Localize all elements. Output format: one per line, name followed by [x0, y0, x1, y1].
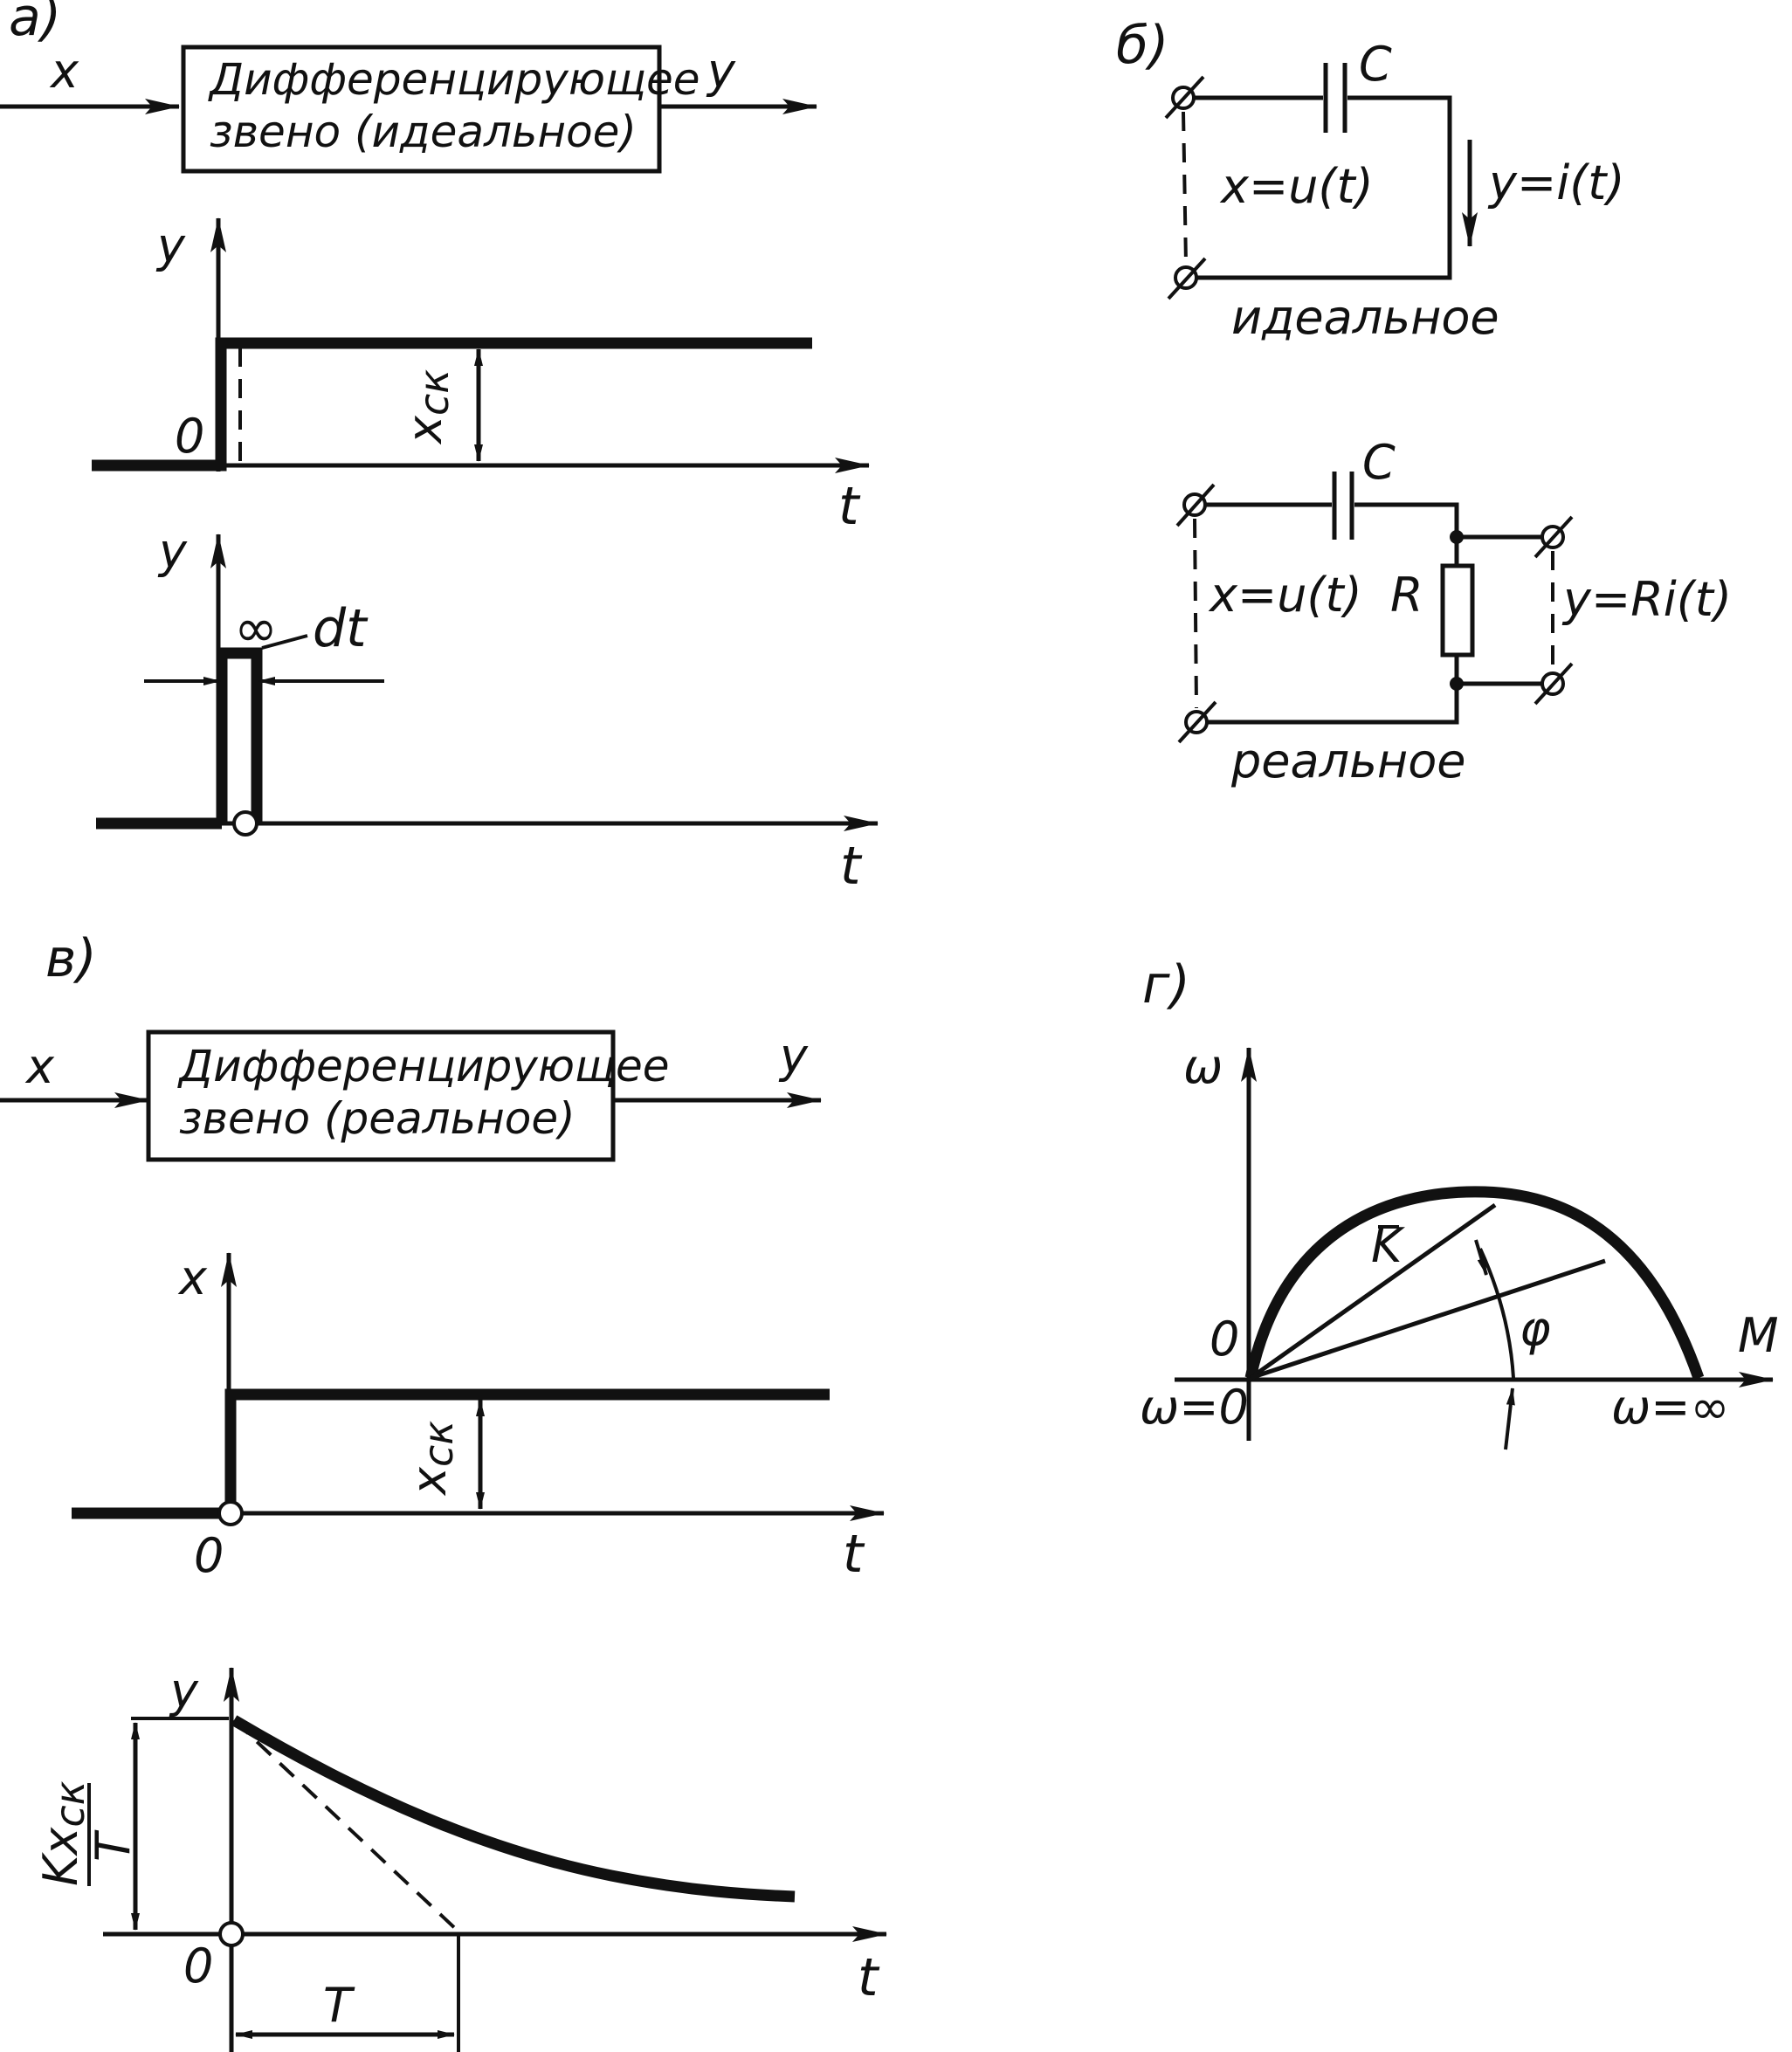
- panel-a-input-label: x: [49, 44, 79, 99]
- ideal-terminal-top-slash: [1164, 75, 1205, 120]
- panel-g-angle-arrow-top: [1474, 1239, 1488, 1276]
- ideal-input-label: x=u(t): [1219, 159, 1374, 214]
- panel-b: б) C x=u(t) y=i(t) идеальное: [1116, 15, 1732, 788]
- real-output-label: y=Ri(t): [1561, 572, 1732, 627]
- panel-v-output-label: y: [778, 1029, 809, 1084]
- panel-a-step-plot: y t 0 xск: [92, 217, 870, 537]
- panel-v-response-t-label: t: [858, 1947, 880, 2008]
- panel-a-block-diagram: x Дифференцирующее звено (идеальное) y: [0, 44, 817, 174]
- panel-v-input-label: x: [24, 1039, 55, 1094]
- ideal-capacitor-label: C: [1359, 37, 1392, 92]
- real-node-bottom: [1450, 677, 1464, 691]
- panel-v-response-level-label: Kxск T: [33, 1780, 141, 1886]
- panel-g-origin: 0: [1210, 1312, 1239, 1367]
- real-capacitor-label: C: [1362, 435, 1396, 490]
- panel-g-omega-inf: ω=∞: [1611, 1380, 1729, 1435]
- svg-text:Kxск: Kxск: [33, 1780, 93, 1886]
- panel-b-ideal-circuit: C x=u(t) y=i(t) идеальное: [1164, 37, 1625, 345]
- panel-a-tag: а): [9, 0, 61, 48]
- real-input-label: x=u(t): [1208, 568, 1362, 623]
- panel-v-response-plot: y t 0 Kxск T T: [33, 1663, 887, 2052]
- panel-v-step-x-label: x: [177, 1250, 208, 1305]
- ideal-wire-loop: [1186, 95, 1452, 280]
- panel-a-impulse-y-label: y: [157, 524, 188, 579]
- panel-v-step-origin-point: [217, 1500, 244, 1526]
- panel-a-impulse-dt-leader: [261, 634, 308, 650]
- panel-a-step-curve: [92, 337, 812, 472]
- panel-v-step-t-label: t: [843, 1524, 865, 1585]
- panel-g-angle-label: φ: [1520, 1301, 1551, 1356]
- panel-v-response-origin-point: [218, 1921, 245, 1947]
- panel-a-impulse-peak: ∞: [234, 598, 278, 659]
- panel-g-angle-arrow-bottom: [1504, 1388, 1515, 1450]
- panel-a-block: [181, 45, 662, 174]
- panel-v-step-amp-label: xск: [402, 1421, 462, 1497]
- real-resistor: [1440, 563, 1475, 658]
- panel-b-tag: б): [1116, 15, 1168, 76]
- panel-a: а) x Дифференцирующее звено (идеальное) …: [0, 0, 879, 897]
- svg-text:T: T: [86, 1829, 141, 1862]
- panel-a-impulse-pulse: [216, 647, 263, 823]
- panel-v-block: [146, 1029, 616, 1162]
- panel-v-block-line1: Дифференцирующее: [177, 1041, 670, 1091]
- panel-v: в) x Дифференцирующее звено (реальное) y…: [0, 928, 887, 2052]
- panel-v-tag: в): [45, 928, 97, 989]
- panel-v-response-curve: [231, 1715, 796, 1903]
- panel-a-block-line1: Дифференцирующее: [208, 54, 700, 105]
- real-terminal-in-bottom-slash: [1177, 700, 1217, 744]
- real-node-top: [1450, 530, 1464, 544]
- panel-g-hodograph: [1244, 1186, 1705, 1381]
- panel-v-response-y-label: y: [169, 1663, 199, 1718]
- real-terminal-out-top-slash: [1534, 515, 1574, 559]
- svg-text:xск: xск: [397, 369, 458, 445]
- ideal-terminal-bottom-slash: [1167, 257, 1207, 300]
- panel-v-response-tangent: [232, 1718, 460, 1933]
- panel-b-real-circuit: C R x=u(t) y=Ri(t) реальное: [1175, 435, 1732, 788]
- real-input-dashed: [1193, 518, 1198, 709]
- panel-g-angle-arc: [1478, 1248, 1515, 1379]
- real-wire-bottom: [1196, 655, 1459, 725]
- real-terminal-out-bottom-slash: [1534, 662, 1574, 706]
- panel-v-step-plot: x t 0 xск: [72, 1250, 885, 1585]
- panel-g: г) ω M 0 ω=0 ω=∞ K φ: [1140, 954, 1779, 1450]
- ideal-output-label: y=i(t): [1487, 155, 1625, 210]
- svg-text:xск: xск: [402, 1421, 462, 1497]
- panel-a-step-origin: 0: [175, 409, 204, 464]
- panel-a-impulse-plot: y t ∞ dt: [96, 524, 879, 897]
- ideal-input-dashed: [1182, 111, 1188, 265]
- panel-g-horizontal-axis-label: M: [1738, 1308, 1779, 1363]
- panel-a-impulse-origin-point: [232, 810, 258, 837]
- panel-g-vector-2: [1250, 1258, 1606, 1381]
- panel-v-block-line2: звено (реальное): [179, 1093, 576, 1144]
- panel-g-vertical-axis-label: ω: [1183, 1039, 1223, 1094]
- panel-a-impulse-width: dt: [313, 598, 369, 659]
- panel-a-impulse-t-label: t: [840, 836, 863, 897]
- panel-v-response-origin: 0: [183, 1938, 213, 1993]
- real-wire-to-resistor: [1354, 502, 1459, 566]
- panel-v-step-origin: 0: [194, 1528, 224, 1583]
- panel-a-step-t-label: t: [838, 476, 861, 537]
- panel-g-vector-k: [1249, 1202, 1497, 1381]
- real-terminal-in-top-slash: [1175, 483, 1216, 527]
- panel-a-block-line2: звено (идеальное): [210, 107, 637, 157]
- real-resistor-label: R: [1390, 568, 1423, 623]
- panel-v-step-curve: [72, 1388, 830, 1519]
- panel-v-response-T-label: T: [323, 1978, 355, 2033]
- ideal-caption: идеальное: [1231, 290, 1499, 345]
- panel-g-omega-zero: ω=0: [1140, 1380, 1249, 1435]
- real-caption: реальное: [1230, 733, 1466, 788]
- panel-a-step-y-label: y: [155, 218, 186, 273]
- panel-v-block-diagram: x Дифференцирующее звено (реальное) y: [0, 1029, 822, 1162]
- panel-a-output-label: y: [706, 44, 736, 99]
- panel-a-step-amp-label: xск: [397, 369, 458, 445]
- panel-g-tag: г): [1142, 954, 1190, 1016]
